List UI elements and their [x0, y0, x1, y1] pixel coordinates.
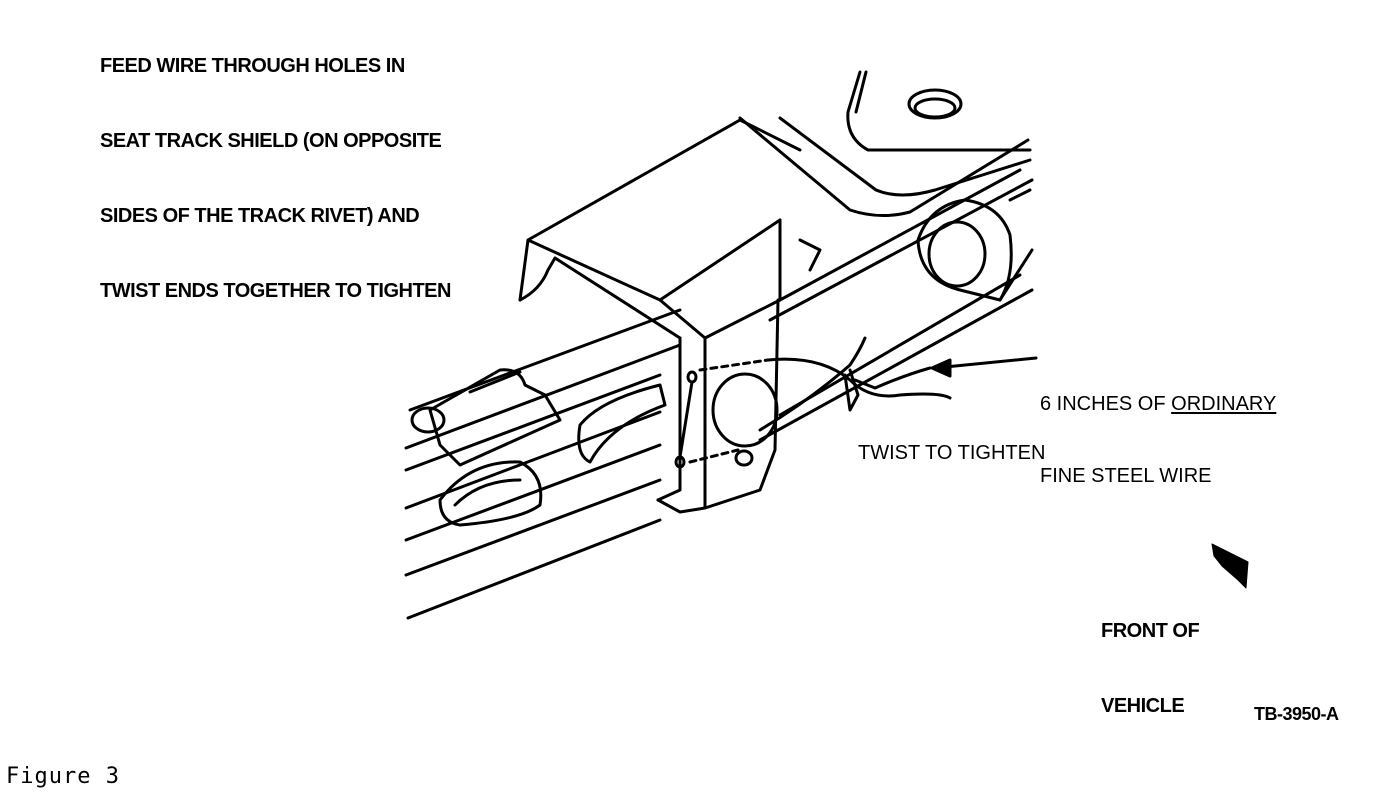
instruction-text: FEED WIRE THROUGH HOLES IN SEAT TRACK SH…: [100, 4, 451, 329]
instruction-line-3: SIDES OF THE TRACK RIVET) AND: [100, 205, 420, 227]
direction-arrow-icon: [1211, 543, 1249, 589]
floor-bracket: [738, 70, 1034, 302]
wire-callout-emphasis: ORDINARY: [1171, 393, 1277, 415]
front-of-vehicle-label: FRONT OF VEHICLE: [1101, 569, 1200, 744]
instruction-line-2: SEAT TRACK SHIELD (ON OPPOSITE: [100, 130, 442, 152]
wire-callout-line-2: FINE STEEL WIRE: [1040, 465, 1212, 487]
seat-track-rail: [404, 168, 1034, 620]
front-label-line-1: FRONT OF: [1101, 620, 1200, 642]
wire-callout-prefix: 6 INCHES OF: [1040, 393, 1172, 415]
figure-caption: Figure 3: [6, 764, 120, 789]
twist-callout-label: TWIST TO TIGHTEN: [858, 442, 1046, 464]
wire-callout-line-1: 6 INCHES OF ORDINARY: [1040, 392, 1276, 416]
steel-wire: [688, 336, 952, 464]
front-label-line-2: VEHICLE: [1101, 695, 1185, 717]
instruction-line-4: TWIST ENDS TOGETHER TO TIGHTEN: [100, 280, 451, 302]
seat-track-shield: [518, 118, 822, 514]
wire-callout-label: 6 INCHES OF ORDINARY FINE STEEL WIRE: [1040, 344, 1276, 512]
instruction-line-1: FEED WIRE THROUGH HOLES IN: [100, 55, 405, 77]
reference-code: TB-3950-A: [1254, 704, 1339, 724]
wire-callout-leader: [930, 356, 1038, 378]
